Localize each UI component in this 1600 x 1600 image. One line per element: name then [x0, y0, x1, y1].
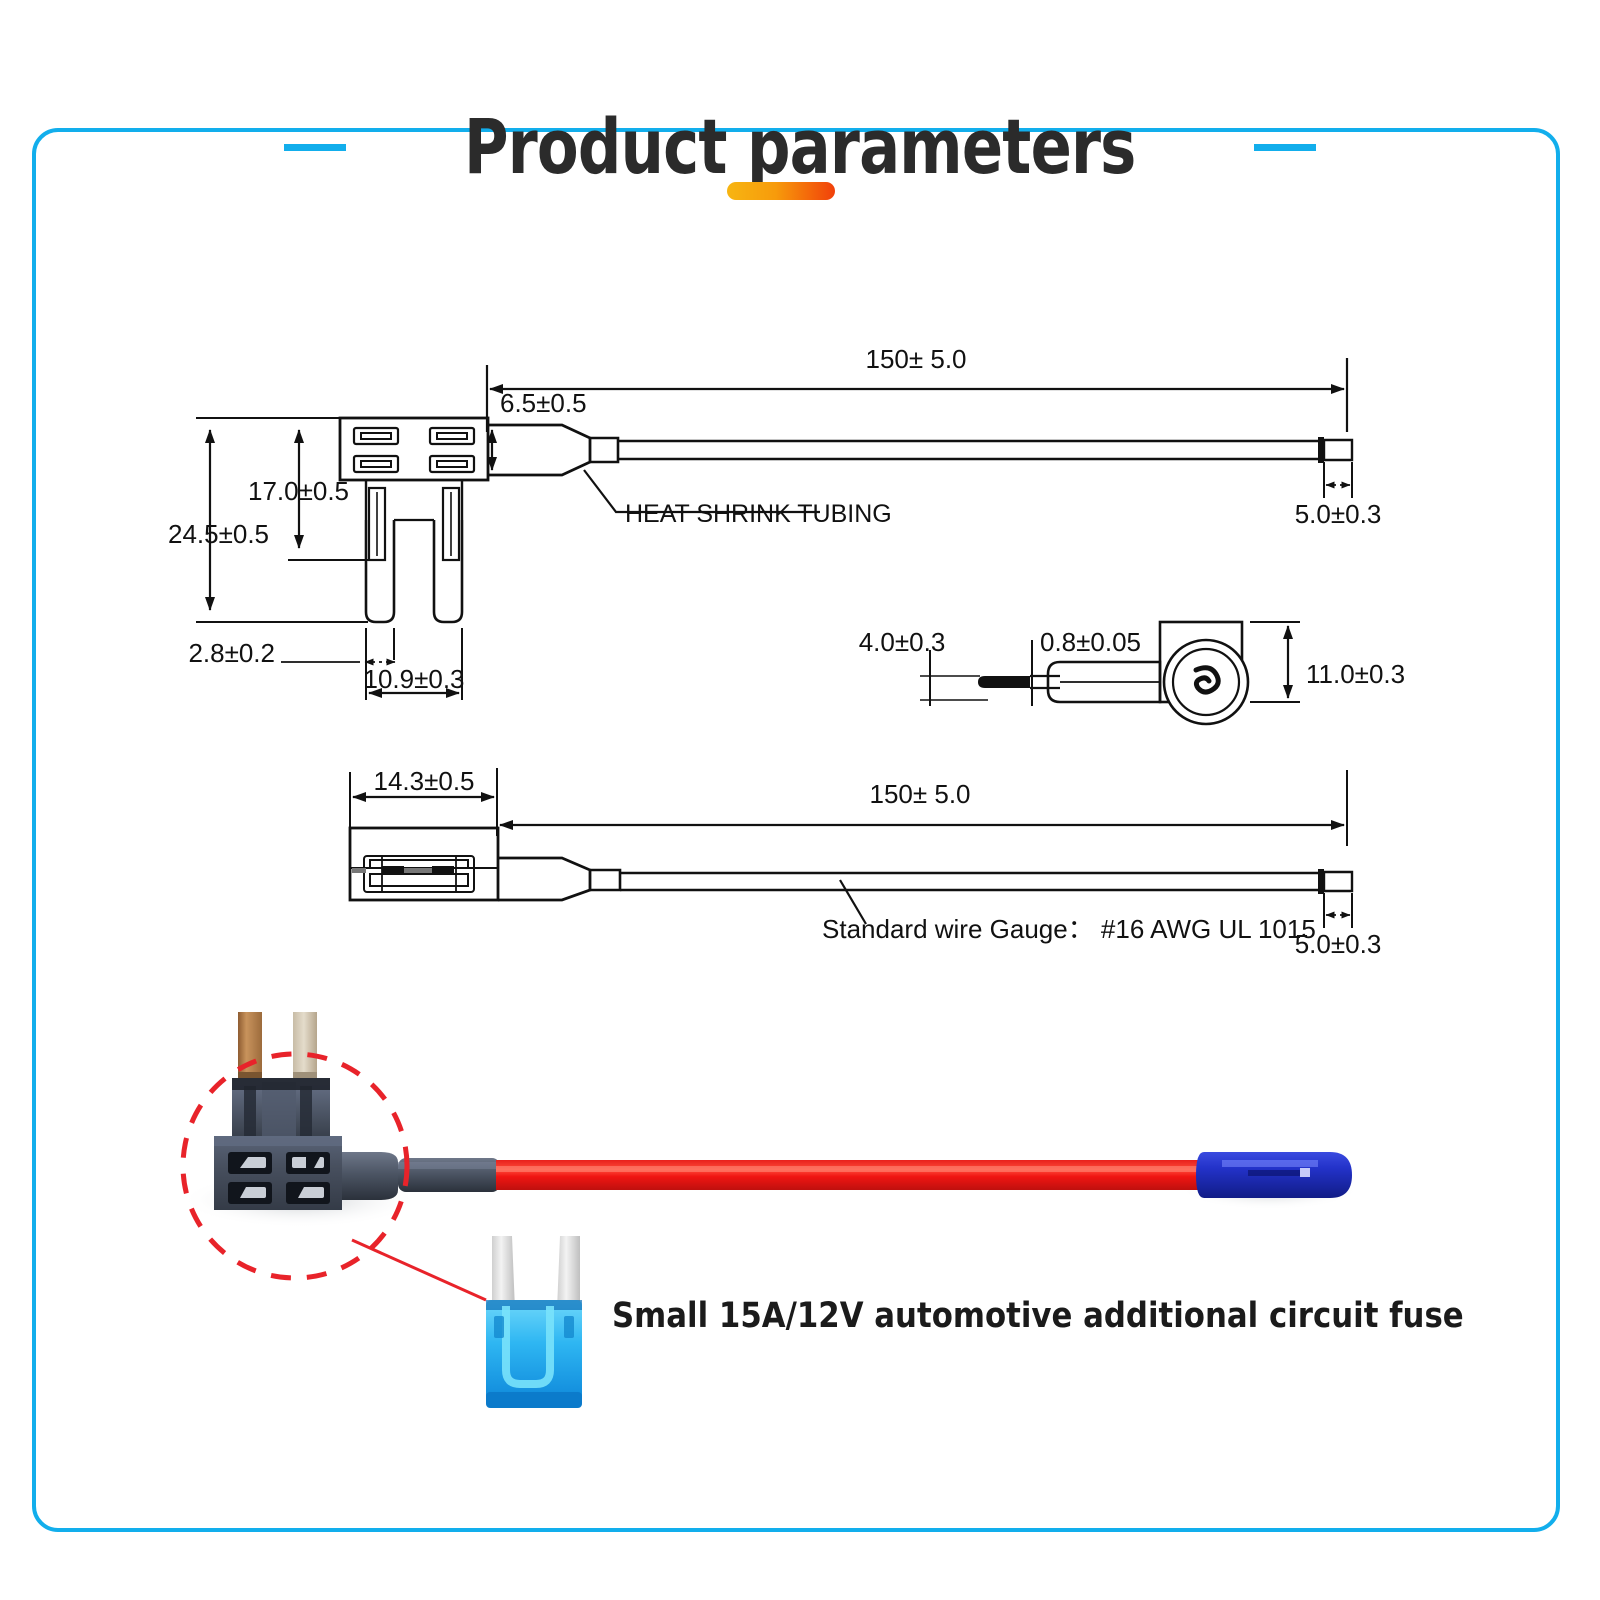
- diagram-side-view: [348, 768, 1354, 928]
- content-frame: [32, 128, 1560, 1532]
- label-terminal-thickness: 0.8±0.05: [1040, 627, 1141, 657]
- label-strip-side: 5.0±0.3: [1295, 929, 1382, 959]
- photo-holder-body: [214, 1136, 342, 1210]
- label-heat-shrink: HEAT SHRINK TUBING: [625, 500, 892, 528]
- label-terminal-height: 11.0±0.3: [1306, 659, 1405, 689]
- label-side-length: 150± 5.0: [869, 779, 970, 809]
- heat-shrink-and-wire-top: [488, 423, 1354, 477]
- label-blade-span: 10.9±0.3: [363, 664, 464, 694]
- title-dash-right: [1253, 143, 1316, 151]
- photo-caption: Small 15A/12V automotive additional circ…: [612, 1296, 1464, 1336]
- fuse-holder-body-top: [338, 416, 490, 624]
- dim-body-height: [288, 429, 372, 561]
- labels-side-view: 14.3±0.5 150± 5.0 Standard wire Gauge： #…: [373, 766, 1381, 959]
- label-wire-gauge: Standard wire Gauge： #16 AWG UL 1015: [822, 914, 1316, 944]
- photo-mini-fuse: [486, 1236, 582, 1408]
- page-header: Product parameters: [0, 92, 1600, 202]
- leader-heat-shrink: [583, 469, 820, 514]
- dim-blade-width: [281, 628, 396, 700]
- diagram-top-view: [196, 358, 1354, 700]
- page-title: Product parameters: [464, 102, 1136, 191]
- photo-blue-terminal: [1196, 1152, 1352, 1198]
- holder-slots: [352, 426, 476, 474]
- label-overall-height: 24.5±0.5: [168, 519, 269, 549]
- diagram-terminal-detail: [920, 620, 1300, 726]
- dim-overall-height: [196, 417, 368, 623]
- labels-top-view: 150± 5.0 6.5±0.5 17.0±0.5 24.5±0.5 2.8±0…: [168, 344, 1381, 694]
- photo-heat-shrink-sleeve: [342, 1152, 500, 1200]
- title-dash-left: [284, 143, 347, 151]
- label-strip-top: 5.0±0.3: [1295, 499, 1382, 529]
- labels-terminal-detail: 4.0±0.3 0.8±0.05 11.0±0.3: [859, 627, 1405, 689]
- label-terminal-tip: 4.0±0.3: [859, 627, 946, 657]
- photo-fuse-blades: [238, 1012, 317, 1082]
- callout-circle: [180, 1051, 410, 1281]
- dim-blade-span: [368, 628, 463, 700]
- photo-wire: [496, 1160, 1212, 1190]
- label-blade-width: 2.8±0.2: [188, 638, 275, 668]
- callout-leader: [351, 1238, 487, 1302]
- photo-holder-upper: [232, 1078, 330, 1150]
- dim-strip-top: [1323, 462, 1353, 498]
- label-side-width: 14.3±0.5: [373, 766, 474, 796]
- product-photo: [180, 1012, 1360, 1408]
- label-body-height: 17.0±0.5: [248, 476, 349, 506]
- label-length-top: 150± 5.0: [865, 344, 966, 374]
- label-tubing-height: 6.5±0.5: [500, 388, 587, 418]
- title-accent-bar: [727, 182, 835, 200]
